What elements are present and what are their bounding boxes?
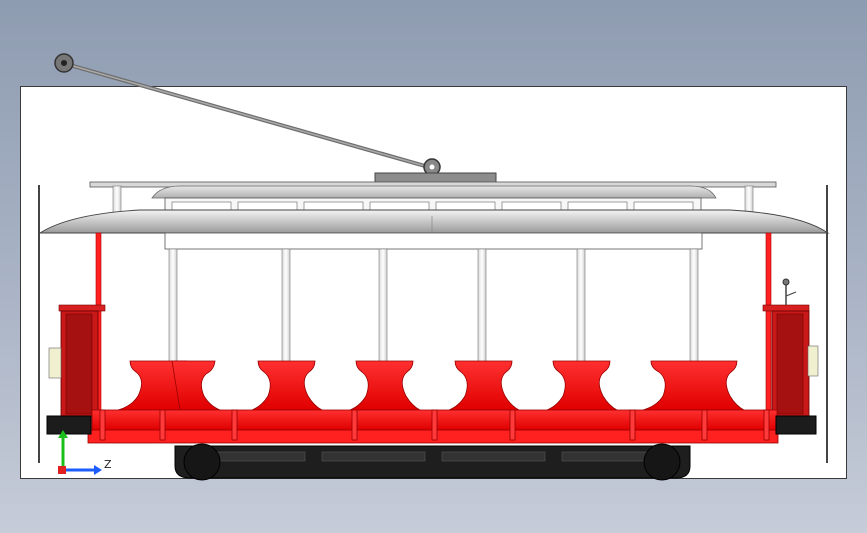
left-wheel-icon — [183, 443, 221, 481]
left-controller-box — [48, 304, 106, 417]
bench-end-3 — [349, 360, 421, 411]
left-end-rail — [38, 185, 40, 463]
bench-end-2 — [251, 360, 323, 411]
main-roof — [38, 209, 830, 234]
bench-end-6 — [642, 360, 745, 411]
right-headlamp-icon — [807, 345, 819, 377]
trolley-pole — [54, 53, 441, 176]
x-axis-arrow — [58, 466, 66, 474]
floor-platform — [87, 409, 779, 444]
bench-ends — [117, 360, 745, 411]
right-grab-pole — [765, 232, 772, 414]
bench-end-5 — [546, 360, 618, 411]
bench-end-1b — [171, 360, 221, 411]
left-headlamp-icon — [48, 347, 62, 379]
left-bumper — [46, 415, 92, 435]
controller-handle-icon — [782, 278, 790, 286]
roof-header — [164, 232, 703, 250]
chassis — [174, 443, 691, 481]
right-controller-box — [762, 278, 819, 417]
coordinate-triad: Z — [58, 430, 112, 475]
z-axis-label: Z — [104, 458, 112, 471]
right-end-rail — [826, 185, 828, 463]
side-posts — [168, 248, 699, 412]
right-bumper — [775, 415, 817, 435]
bench-end-4 — [448, 360, 520, 411]
right-wheel-icon — [643, 443, 681, 481]
